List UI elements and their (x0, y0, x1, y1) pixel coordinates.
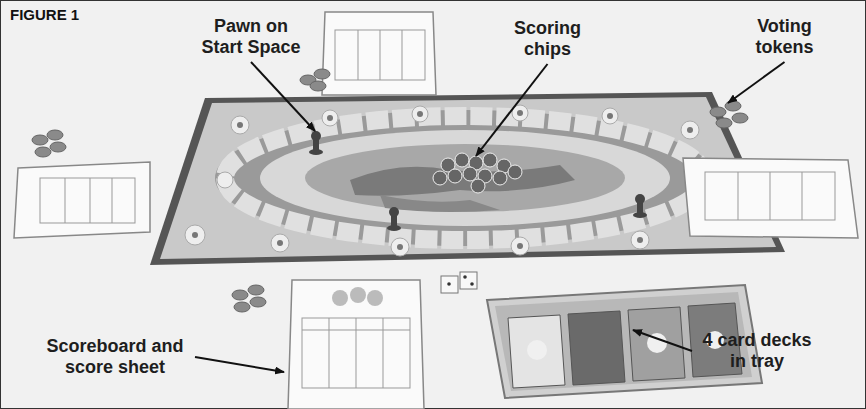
callout-label: 4 card decks in tray (697, 330, 817, 372)
leader-arrow (476, 64, 548, 156)
leader-arrow (195, 357, 284, 372)
leader-arrow (633, 330, 692, 351)
callout-label: Scoring chips (505, 18, 590, 60)
callout-label: Scoreboard and score sheet (40, 336, 190, 378)
callout-label: Voting tokens (742, 16, 827, 58)
figure-title: FIGURE 1 (10, 6, 79, 23)
leader-arrow (728, 62, 785, 103)
leader-arrow (251, 62, 315, 131)
callout-label: Pawn on Start Space (195, 16, 307, 58)
